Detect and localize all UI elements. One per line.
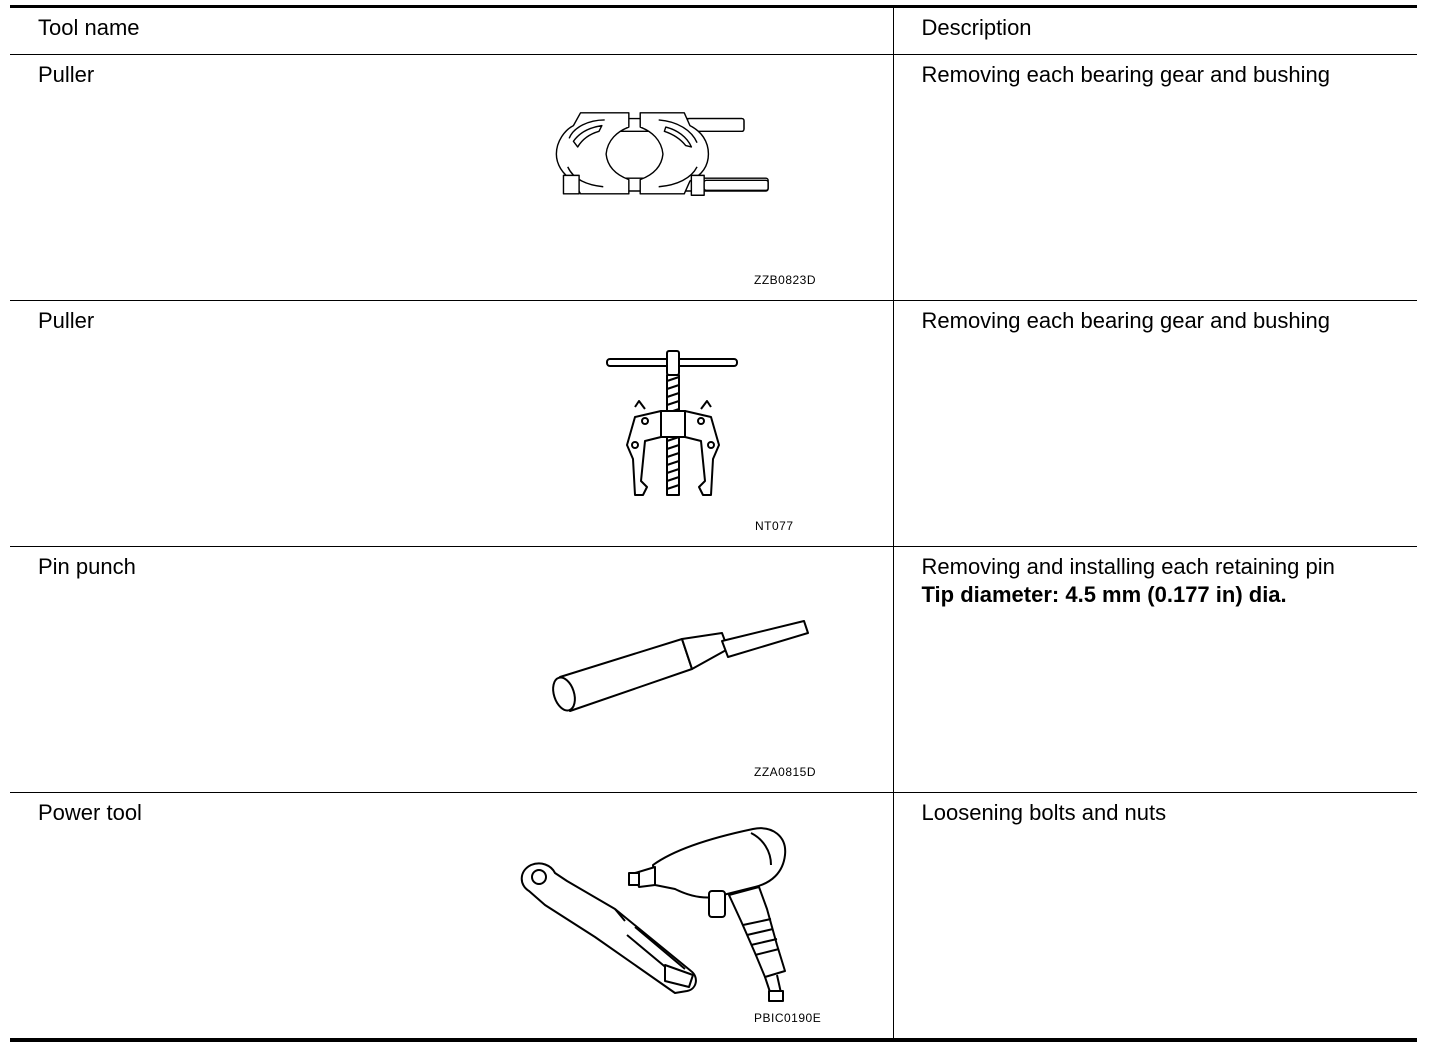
tool-name: Puller — [38, 308, 95, 333]
tool-spec: Tip diameter: 4.5 mm (0.177 in) dia. — [921, 582, 1287, 607]
description-cell: Removing each bearing gear and bushing — [893, 300, 1417, 547]
description-cell: Removing and installing each retaining p… — [893, 546, 1417, 793]
tool-name-cell: Puller — [10, 300, 894, 547]
tool-description: Removing and installing each retaining p… — [921, 554, 1335, 579]
power-tool-illustration — [520, 827, 787, 1002]
table-row: Puller — [10, 54, 1417, 301]
figure-code: ZZB0823D — [754, 273, 817, 287]
tool-name: Pin punch — [38, 554, 136, 579]
figure-code: PBIC0190E — [754, 1011, 822, 1025]
header-description: Description — [893, 6, 1417, 55]
table-row: Puller — [10, 300, 1417, 547]
tool-name-cell: Puller — [10, 54, 894, 301]
jaw-gear-puller-illustration — [606, 350, 738, 496]
tool-name-cell: Pin punch ZZA0815D — [10, 546, 894, 793]
figure-code: NT077 — [755, 519, 794, 533]
figure-code: ZZA0815D — [754, 765, 817, 779]
bearing-separator-puller-illustration — [555, 112, 769, 196]
pin-punch-illustration — [552, 620, 809, 712]
special-tools-table: Tool name Description Puller — [10, 5, 1417, 1042]
table-header-row: Tool name Description — [10, 6, 1417, 55]
tool-name: Power tool — [38, 800, 142, 825]
table-row: Pin punch ZZA0815D — [10, 546, 1417, 793]
header-tool-name: Tool name — [10, 6, 894, 55]
tool-name-cell: Power tool — [10, 792, 894, 1040]
description-cell: Loosening bolts and nuts — [893, 793, 1417, 1041]
tool-description: Removing each bearing gear and bushing — [921, 308, 1331, 333]
tool-description: Removing each bearing gear and bushing — [921, 62, 1331, 87]
description-cell: Removing each bearing gear and bushing — [893, 54, 1417, 301]
tool-description: Loosening bolts and nuts — [921, 800, 1167, 825]
table-row: Power tool — [10, 792, 1417, 1041]
tool-name: Puller — [38, 62, 95, 87]
